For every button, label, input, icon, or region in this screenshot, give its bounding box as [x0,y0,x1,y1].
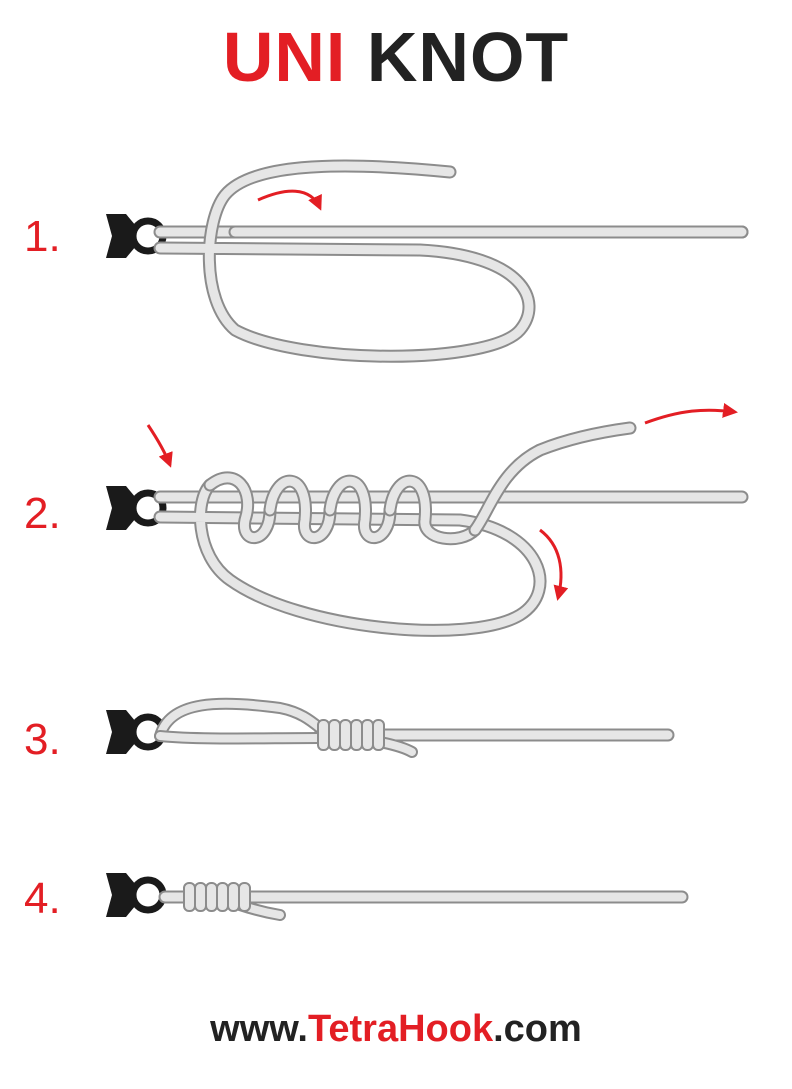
footer-prefix: www. [210,1008,308,1050]
hook-eye-icon [106,486,163,530]
arrow-icon [539,528,569,601]
footer-brand: TetraHook [308,1008,494,1050]
footer-suffix: .com [493,1008,582,1050]
knot-coils-4 [183,882,251,912]
hook-eye-icon [106,873,163,917]
step-3-drawing [106,697,675,758]
knot-coils-3 [317,719,385,751]
step-4-label: 4. [24,874,61,923]
step-2-label: 2. [24,489,61,538]
step-1-drawing [106,159,749,363]
title-knot: KNOT [366,18,570,96]
title-uni: UNI [222,18,347,96]
arrow-icon [146,424,173,468]
step-4-drawing [106,873,689,921]
step-3-label: 3. [24,715,61,764]
step-2-drawing [106,402,749,637]
arrow-icon [257,189,322,211]
hook-eye-icon [106,214,163,258]
page-title: UNI KNOT [0,22,792,92]
footer-url[interactable]: www.TetraHook.com [0,1010,792,1048]
step-1-label: 1. [24,212,61,261]
hook-eye-icon [106,710,163,754]
arrow-icon [644,402,738,425]
